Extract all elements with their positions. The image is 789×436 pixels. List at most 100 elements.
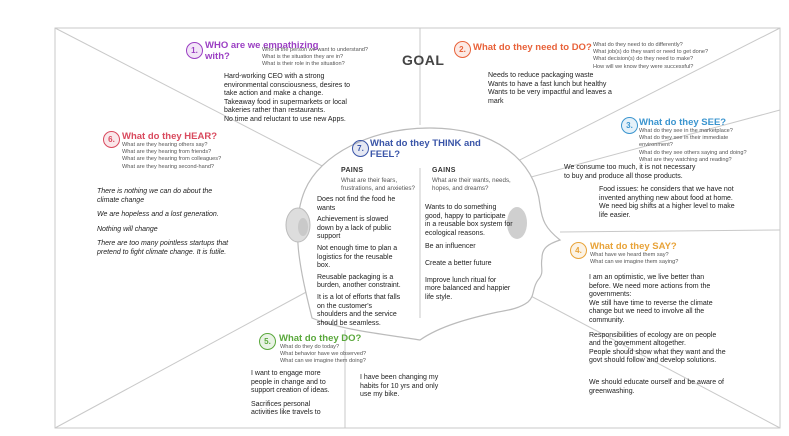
do-body-line: support creation of ideas. [251,387,330,395]
say-body-line: governments: [589,291,632,299]
gains-spacer [425,252,513,260]
pain-item: box. [317,262,331,270]
hear-question: What are they hearing others say? [122,142,208,148]
see-body-line: to buy and produce all those products. [564,172,683,180]
see-body-line: invented anything new about food at home… [599,194,733,202]
say-body-line: I am an optimistic, we live better than [589,274,705,281]
gain-item: Wants to do something [425,204,497,211]
do-question: What behavior have we observed? [280,351,367,358]
who-body: Hard-working CEO with a strong environme… [224,73,350,125]
pain-item: It is a lot of efforts that falls [317,293,401,301]
do-body-line: I have been changing my [360,374,439,381]
divider-top-left [54,27,331,171]
gains-question: hopes, and dreams? [432,185,489,192]
who-questions: Who is the person we want to understand?… [262,47,368,69]
gain-item: Create a better future [425,259,492,267]
do-body-line: habits for 10 yrs and only [360,382,439,390]
say-body-line: People should show what they want and th… [589,348,726,356]
hear-item: There are too many pointless startups th… [97,240,229,248]
do-questions: What do they do today? What behavior hav… [280,344,366,366]
say-body-line: change but we need to involve all the [589,308,705,316]
need-body: Needs to reduce packaging waste Wants to… [488,72,612,106]
hear-item: climate change [97,196,145,204]
divider-top-right [499,27,781,171]
pain-item: Reusable packaging is a [317,273,394,281]
need-question: How will we know they were successful? [593,63,694,70]
do-question: What can we imagine them doing? [280,358,366,365]
pains-question: frustrations, and anxieties? [341,185,415,192]
say-body-line: greenwashing. [589,387,635,395]
pain-item: down by a lack of public [317,224,392,232]
badge-do: 5. [259,333,276,350]
who-body-line: Hard-working CEO with a strong [224,73,325,80]
gains-label: GAINS [432,167,456,174]
do-body-line: Sacrifices personal [251,400,311,408]
pain-item: Not enough time to plan a [317,244,398,252]
see-question: What are they watching and reading? [639,156,732,163]
pain-item: support [317,233,341,241]
say-body-line: community. [589,316,625,324]
say-title: What do they SAY? [590,241,677,252]
who-question: Who is the person we want to understand? [262,47,369,53]
gain-item: in a reusable box system for [425,221,513,229]
frame-lines [54,27,781,429]
badge-see: 3. [621,117,638,134]
hear-question: What are they hearing from friends? [122,149,212,156]
divider-bottom-left [54,289,311,429]
who-body-line: No time and reluctant to use new Apps. [224,115,346,123]
see-body-line: Food issues: he considers that we have n… [599,186,734,193]
outer-frame [54,27,781,429]
need-questions: What do they need to do differently? Wha… [593,42,708,71]
pains-label: PAINS [341,167,364,174]
who-title: WHO are we empathizing with? [205,40,319,62]
see-question: What do they see in their immediate [639,135,729,142]
pains-questions: What are their fears, frustrations, and … [341,177,415,193]
pain-item: burden, another constraint. [317,282,401,290]
goal-label: GOAL [402,52,445,68]
hear-body: There is nothing we can do about the cli… [97,188,228,258]
hear-question: What are they hearing from colleagues? [122,156,222,163]
see-question: What do they see others saying and doing… [639,149,747,156]
who-body-line: environmental consciousness, desires to [224,81,351,89]
need-title: What do they need to DO? [473,42,592,53]
say-body-line: We should educate ourself and be aware o… [589,379,724,386]
pain-item: logistics for the reusable [317,253,393,261]
see-title: What do they SEE? [639,117,727,128]
need-body-line: mark [488,97,504,105]
gains-question: What are their wants, needs, [432,177,511,184]
do-body-line: activities like travels to [251,409,321,417]
hear-question: What are they hearing second-hand? [122,163,215,170]
hear-questions: What are they hearing others say? What a… [122,142,221,171]
see-body-line: We consume too much, it is not necessary [564,164,696,171]
need-body-line: Wants to have a fast lunch but healthy [488,80,607,88]
pains-list: Does not find the food he wants Achievem… [317,196,401,328]
do-col-1: I want to engage more people in change a… [251,370,330,418]
pain-item: Achievement is slowed [317,216,389,224]
badge-hear: 6. [103,131,120,148]
badge-who: 1. [186,42,203,59]
divider-bottom-right [509,284,781,429]
say-body-line: Responsibilities of ecology are on peopl… [589,331,717,339]
hear-item: There is nothing we can do about the [97,188,213,195]
say-body-line: and the government altogether. [589,340,686,348]
pain-item: Does not find the food he [317,196,396,203]
need-body-line: Needs to reduce packaging waste [488,72,594,79]
say-body-line: before. We need more actions from the [589,282,711,290]
pain-item: wants [317,204,336,212]
say-body-line: We still have time to reverse the climat… [589,299,713,307]
who-body-line: bakeries rather than restaurants. [224,107,326,115]
need-question: What do they need to do differently? [593,42,683,48]
gains-list: Wants to do something good, happy to par… [425,204,513,302]
see-questions: What do they see in the marketplace? Wha… [639,128,747,164]
do-title: What do they DO? [279,333,362,344]
say-body-line: govt should follow and develop solutions… [589,357,717,365]
say-question: What have we heard them say? [590,252,669,258]
gain-item: good, happy to participate [425,212,506,220]
need-question: What job(s) do they want or need to get … [593,49,709,56]
do-col-2: I have been changing my habits for 10 yr… [360,374,438,400]
badge-think: 7. [352,140,369,157]
say-body-3: We should educate ourself and be aware o… [589,379,724,396]
gain-item: Be an influencer [425,243,476,251]
badge-say: 4. [570,242,587,259]
think-title-line-1: What do they THINK and [370,138,481,149]
